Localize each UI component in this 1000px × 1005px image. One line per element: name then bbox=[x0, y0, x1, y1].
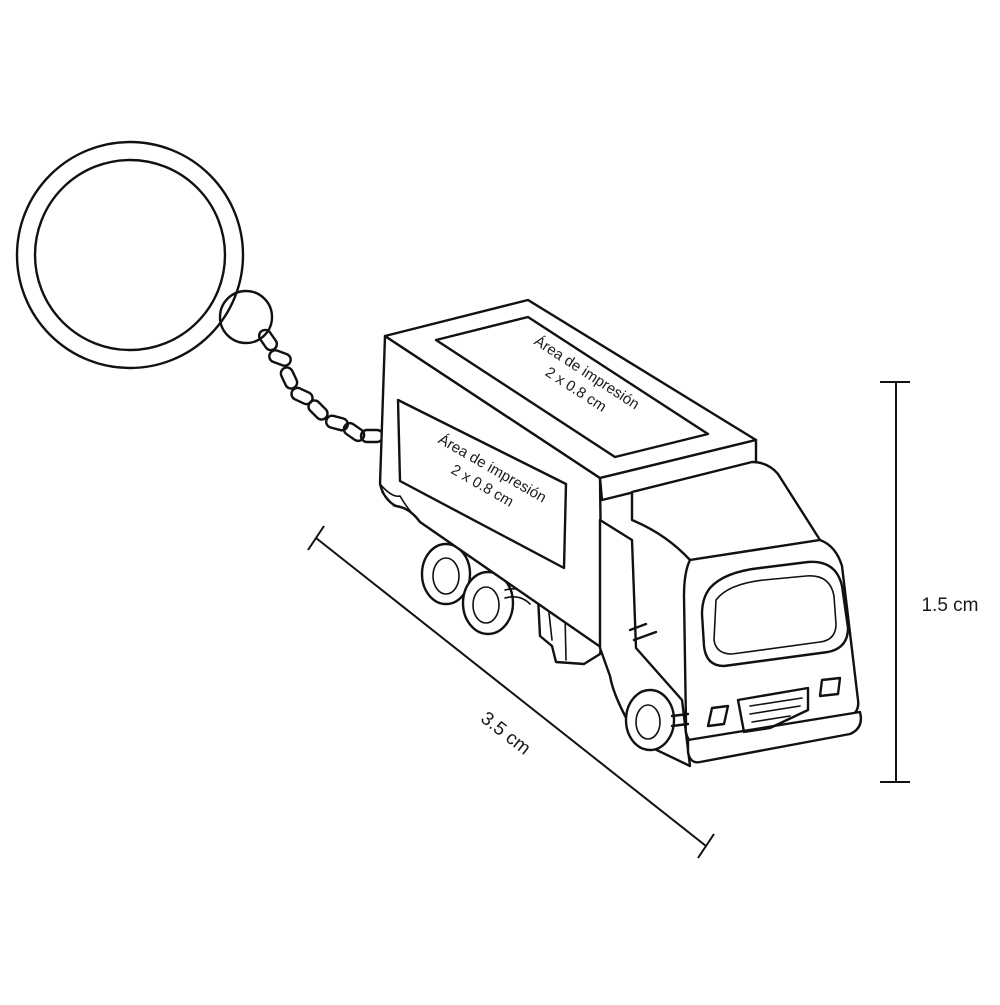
chain bbox=[257, 328, 385, 444]
truck bbox=[378, 298, 863, 768]
key-ring bbox=[15, 140, 245, 370]
height-dimension: 1.5 cm bbox=[880, 381, 979, 783]
print-area-side-box bbox=[396, 398, 568, 570]
print-area-top-box bbox=[434, 315, 710, 459]
height-dimension-label: 1.5 cm bbox=[921, 595, 978, 616]
length-dimension-label: 3.5 cm bbox=[476, 708, 534, 760]
rear-wheels bbox=[420, 542, 533, 636]
cab bbox=[598, 460, 863, 768]
cargo-container bbox=[378, 298, 758, 650]
small-ring bbox=[218, 289, 274, 345]
